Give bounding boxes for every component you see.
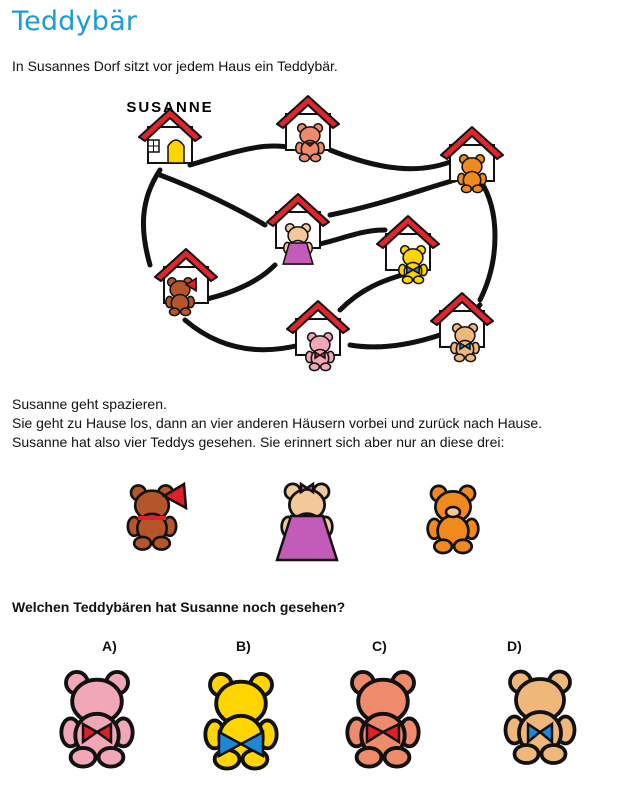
teddy-orange	[456, 154, 488, 194]
house-bottom-right	[430, 292, 494, 363]
question-text: Welchen Teddybären hat Susanne noch gese…	[12, 599, 346, 615]
village-map: SUSANNE	[126, 95, 504, 372]
house-right-middle	[376, 215, 440, 285]
option-c-label[interactable]: C)	[372, 638, 387, 654]
remembered-teddy-orange	[426, 484, 480, 555]
house-top	[276, 95, 340, 163]
option-c-teddy-salmon[interactable]	[345, 670, 421, 769]
teddy-yellow-blue-bow	[397, 245, 429, 285]
story-line-1: Susanne geht spazieren.	[12, 396, 167, 412]
remembered-teddies	[126, 481, 480, 562]
page-title: Teddybär	[12, 6, 138, 37]
story-line-3: Susanne hat also vier Teddys gesehen. Si…	[12, 434, 505, 450]
house-susanne: SUSANNE	[126, 99, 213, 164]
option-a-teddy-pink[interactable]	[59, 670, 135, 769]
option-d-teddy-tan[interactable]	[503, 669, 577, 765]
story-line-2: Sie geht zu Hause los, dann an vier ande…	[12, 415, 542, 431]
story-text: Susanne geht spazieren. Sie geht zu Haus…	[12, 395, 542, 452]
remembered-teddy-purple-dress	[275, 481, 339, 562]
option-d-label[interactable]: D)	[507, 638, 522, 654]
house-left	[154, 248, 218, 317]
teddy-purple-dress	[282, 223, 314, 265]
house-bottom	[286, 300, 350, 372]
teddy-brown-red-bow	[164, 277, 197, 317]
answer-options	[59, 669, 577, 771]
option-b-label[interactable]: B)	[236, 638, 251, 654]
option-b-teddy-yellow[interactable]	[203, 672, 279, 771]
intro-text: In Susannes Dorf sitzt vor jedem Haus ei…	[12, 58, 338, 74]
house-center	[266, 193, 330, 265]
teddy-tan-blue-bow	[449, 323, 481, 363]
teddy-pink-red-bow	[304, 332, 336, 372]
remembered-teddy-brown	[126, 481, 188, 551]
option-a-label[interactable]: A)	[102, 638, 117, 654]
teddy-salmon-red-bow	[294, 123, 326, 163]
home-label: SUSANNE	[126, 99, 213, 116]
